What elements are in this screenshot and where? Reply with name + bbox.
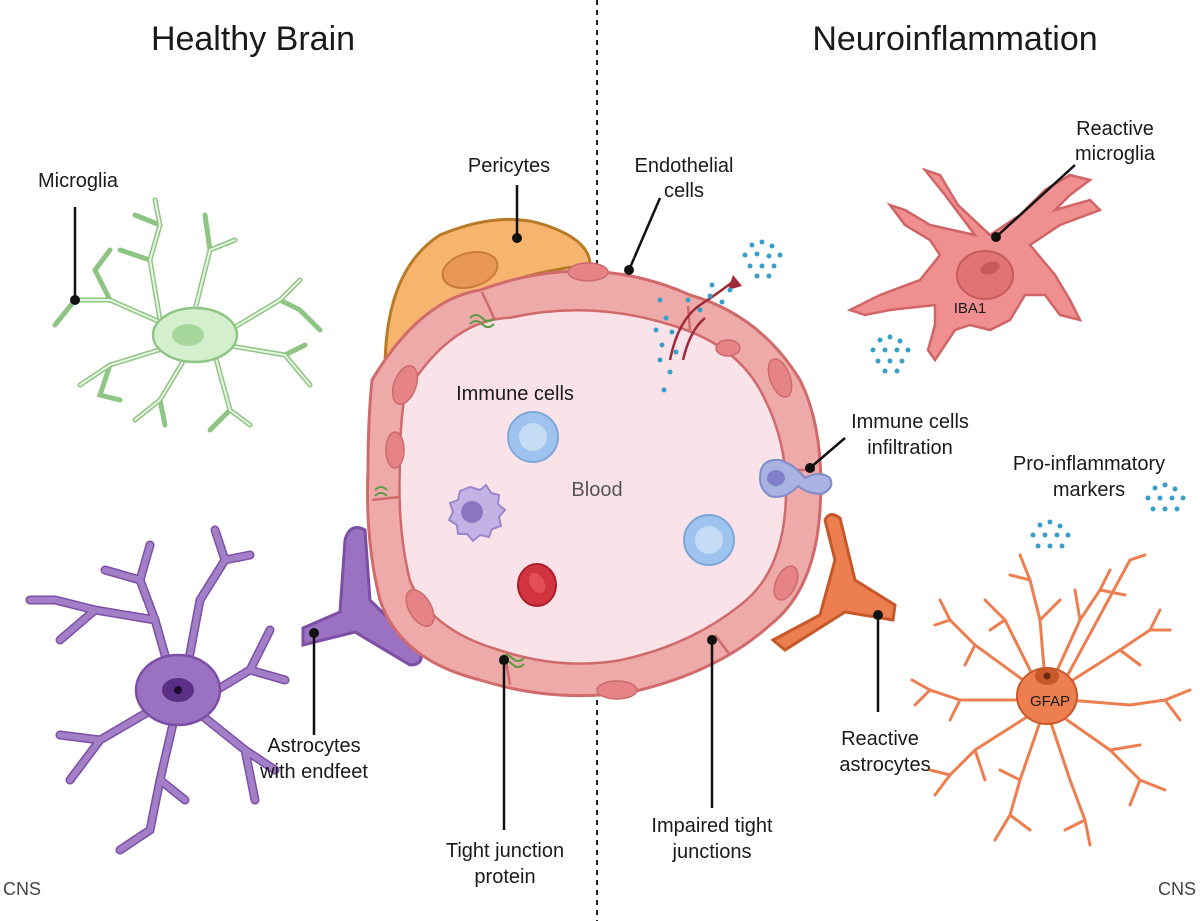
title-neuroinflammation: Neuroinflammation xyxy=(812,20,1097,58)
label-tight-junction-line2: protein xyxy=(474,866,535,888)
label-immune-infiltration-line1: Immune cells xyxy=(851,411,969,433)
title-healthy-brain: Healthy Brain xyxy=(151,20,355,58)
label-cns-right: CNS xyxy=(1158,879,1196,899)
reactive-microglia-nucleolus xyxy=(980,261,1000,275)
label-immune-cells: Immune cells xyxy=(456,383,574,405)
reactive-astrocyte-endfoot xyxy=(770,513,897,652)
label-endothelial-line2: cells xyxy=(664,180,704,202)
reactive-astrocyte-processes xyxy=(910,553,1192,847)
label-proinflammatory-line1: Pro-inflammatory xyxy=(1013,453,1165,475)
infiltrating-immune-cell xyxy=(758,458,833,498)
label-immune-infiltration-line2: infiltration xyxy=(867,437,953,459)
label-astrocytes-line2: with endfeet xyxy=(259,761,368,783)
leader-dot-immune-infiltration xyxy=(805,463,815,473)
label-microglia: Microglia xyxy=(38,170,119,192)
label-astrocytes-line1: Astrocytes xyxy=(267,735,360,757)
leader-dot-astrocytes xyxy=(309,628,319,638)
label-reactive-microglia-line2: microglia xyxy=(1075,143,1156,165)
label-reactive-microglia-line1: Reactive xyxy=(1076,118,1154,140)
label-proinflammatory-line2: markers xyxy=(1053,479,1125,501)
leaked-markers xyxy=(653,282,733,393)
monocyte-cell xyxy=(447,483,507,543)
astrocyte-cell-fill xyxy=(27,527,288,853)
marker-cluster-2 xyxy=(870,334,911,374)
label-endothelial-line1: Endothelial xyxy=(635,155,734,177)
label-pericytes: Pericytes xyxy=(468,155,550,177)
endothelial-nuclei xyxy=(385,262,799,700)
label-tight-junction-line1: Tight junction xyxy=(446,840,564,862)
label-blood: Blood xyxy=(571,479,622,501)
reactive-microglia-nucleus xyxy=(956,250,1014,300)
immune-cell-1 xyxy=(507,411,559,463)
leader-dot-microglia xyxy=(70,295,80,305)
microglia-cell-inner xyxy=(74,199,311,426)
label-impaired-line2: junctions xyxy=(672,841,752,863)
leader-reactive-microglia xyxy=(995,164,1076,238)
label-cns-left: CNS xyxy=(3,879,41,899)
marker-cluster-3 xyxy=(1030,519,1071,549)
leader-dot-tight-junction xyxy=(499,655,509,665)
leak-arrow xyxy=(668,279,736,361)
blood-lumen xyxy=(398,309,787,665)
leader-immune-infiltration xyxy=(809,437,846,469)
label-reactive-astrocytes-line1: Reactive xyxy=(841,728,919,750)
immune-cell-2 xyxy=(683,514,735,566)
label-impaired-line1: Impaired tight xyxy=(651,815,773,837)
marker-cluster-4 xyxy=(1145,482,1186,512)
microglia-nucleus xyxy=(172,324,204,346)
label-reactive-astrocytes-line2: astrocytes xyxy=(839,754,930,776)
reactive-astrocyte-nucleolus xyxy=(1043,672,1051,680)
label-iba1: IBA1 xyxy=(954,300,987,317)
leader-dot-reactive-microglia xyxy=(991,232,1001,242)
leader-dot-endothelial xyxy=(624,265,634,275)
leader-endothelial xyxy=(627,197,662,271)
label-gfap: GFAP xyxy=(1030,693,1070,710)
astrocyte-nucleolus xyxy=(174,686,182,694)
red-blood-cell xyxy=(517,563,557,607)
marker-cluster-1 xyxy=(742,239,783,279)
pericyte-nucleus xyxy=(441,251,499,289)
leak-arrowhead xyxy=(728,275,742,290)
leader-dot-pericytes xyxy=(512,233,522,243)
leader-dot-impaired xyxy=(707,635,717,645)
leader-dot-reactive-astrocytes xyxy=(873,610,883,620)
